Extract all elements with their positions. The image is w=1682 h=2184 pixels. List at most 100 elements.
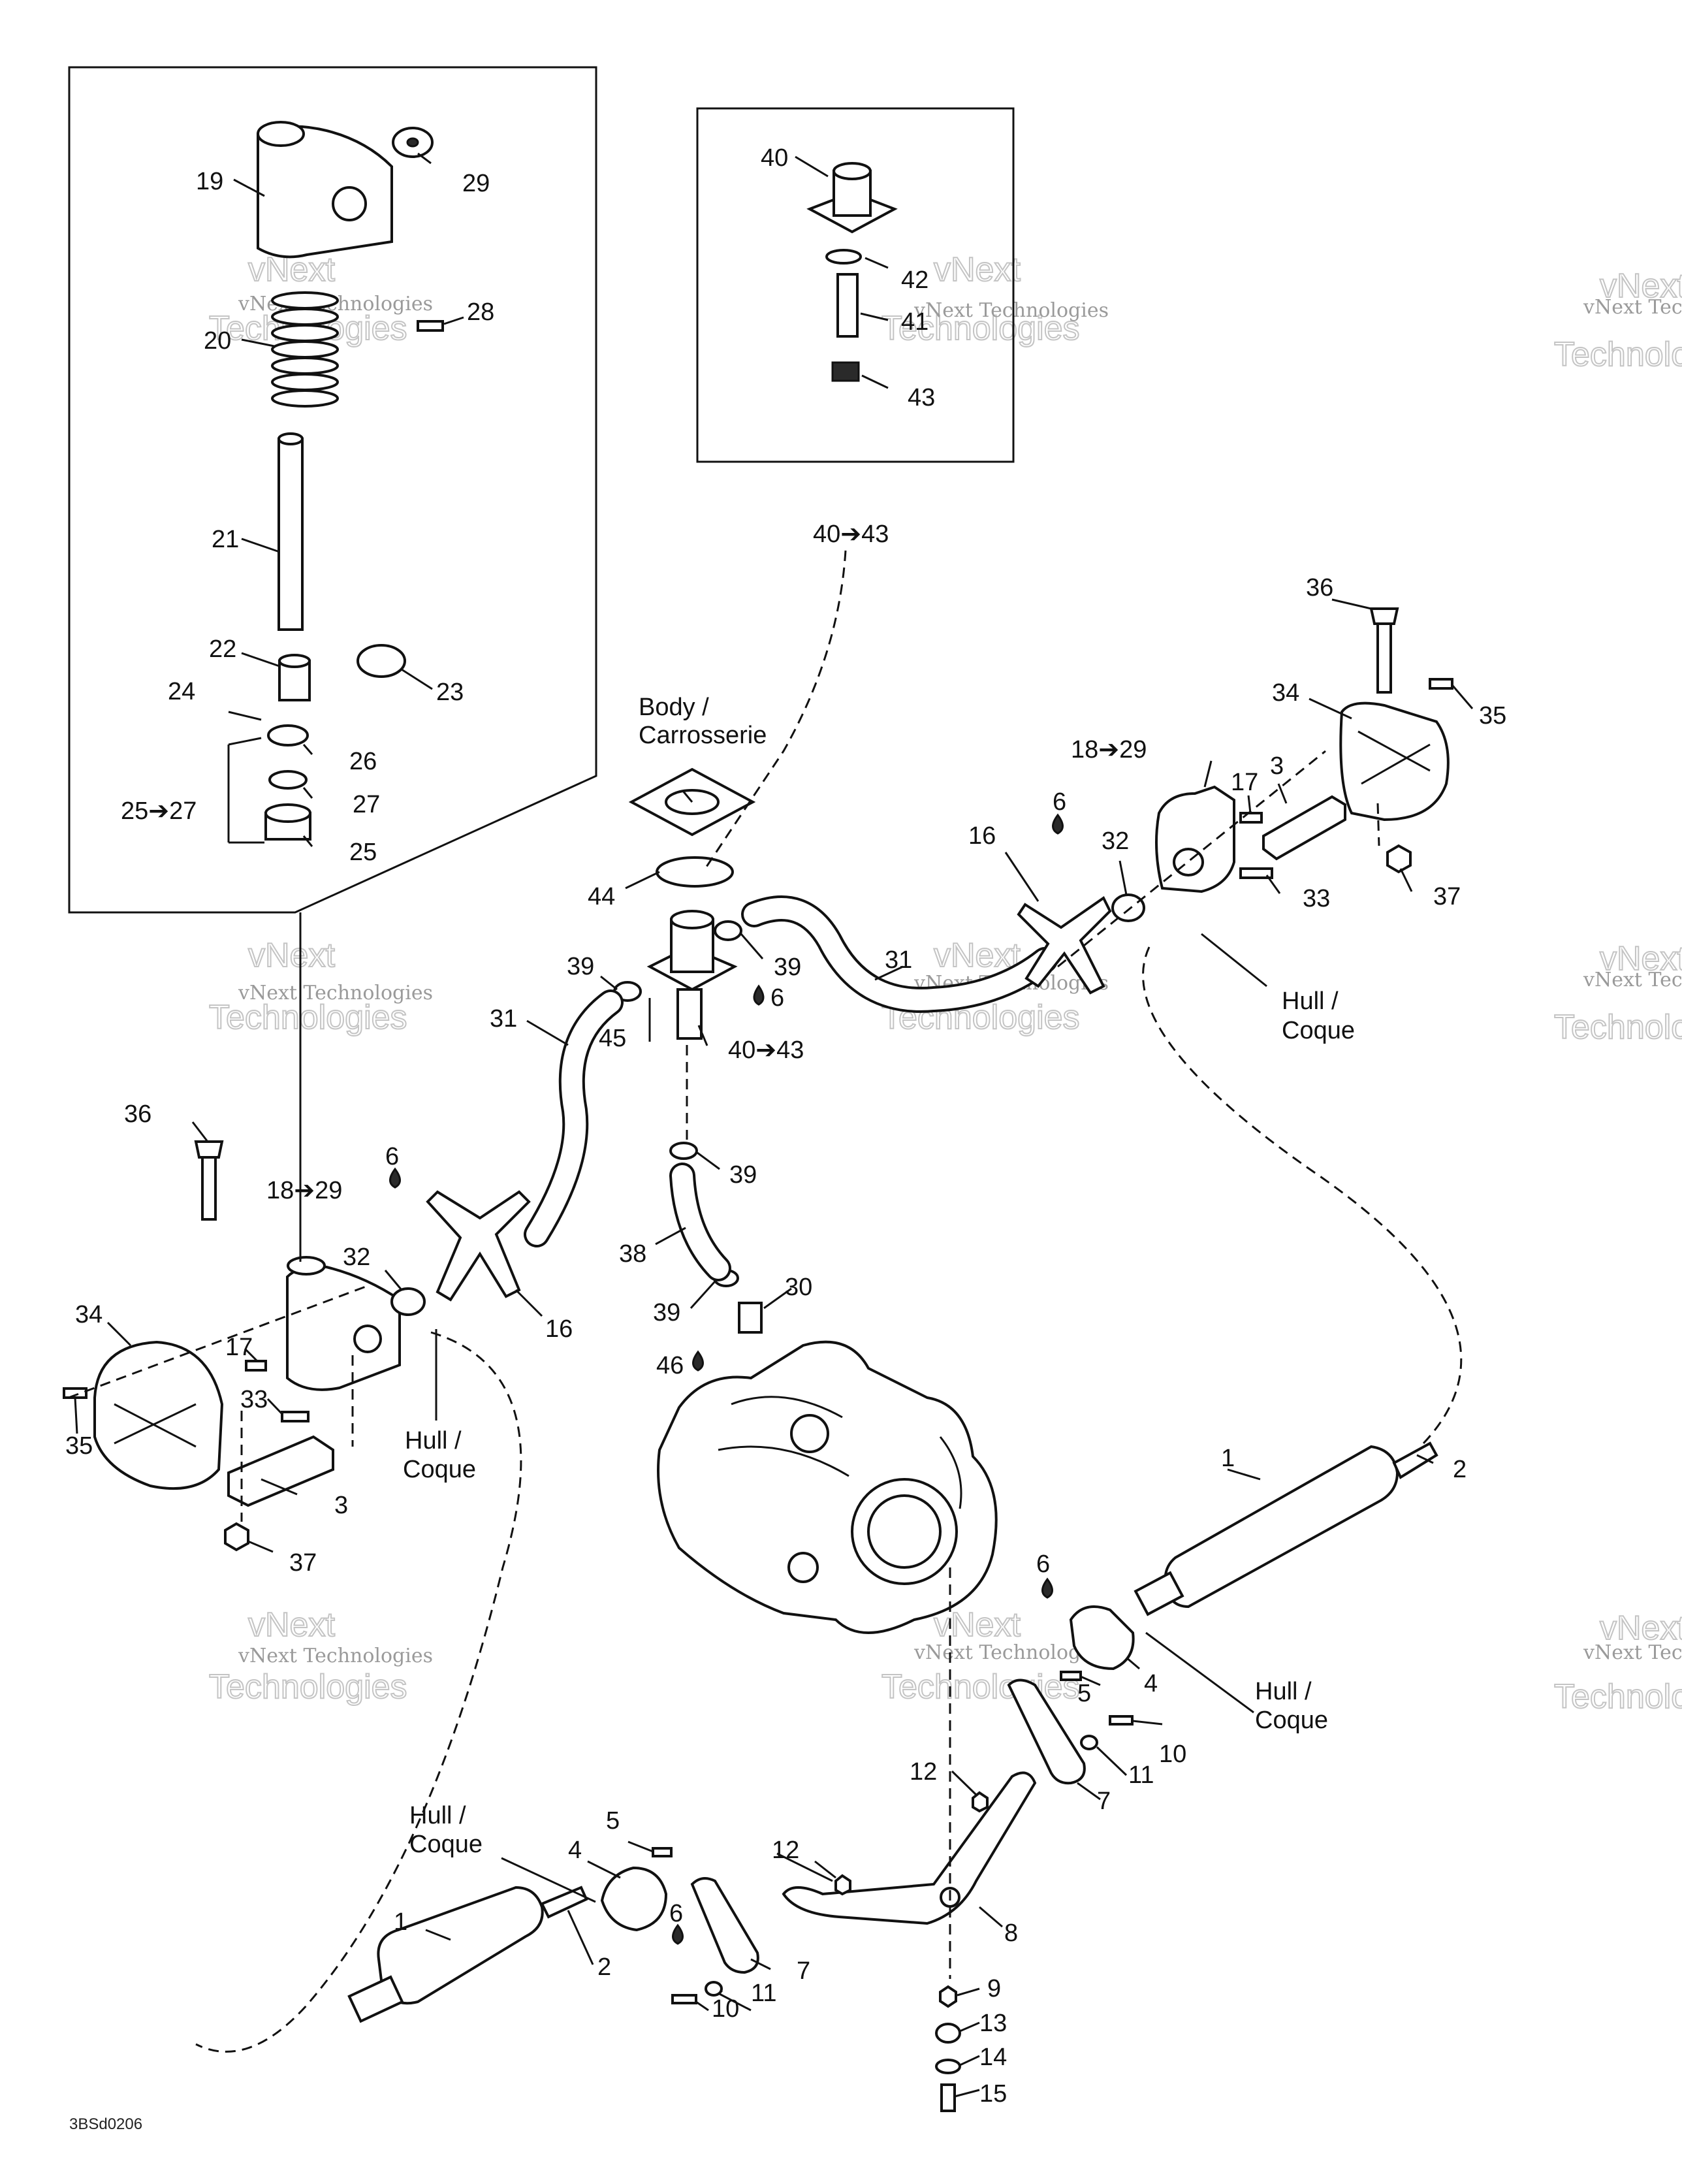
part-29-hole <box>406 137 419 148</box>
callout-6-lower-left: 6 <box>669 1900 683 1927</box>
watermark-small-3: vNext Technologies <box>238 982 433 1004</box>
drawing-code: 3BSd0206 <box>69 2115 142 2133</box>
callout-37-right: 37 <box>1433 883 1461 910</box>
part-20-spring <box>271 291 339 408</box>
callout-45: 45 <box>599 1025 626 1052</box>
right-assembly <box>1017 607 1453 995</box>
callout-35-left: 35 <box>65 1432 93 1460</box>
callout-43: 43 <box>908 384 935 411</box>
line-right-cable-route <box>1142 946 1463 1445</box>
part-39-clamp-b <box>714 920 742 941</box>
part-34-cover-r-detail <box>1357 730 1431 785</box>
watermark-big-11: vNext <box>934 1606 1021 1644</box>
part-46-lube <box>692 1350 704 1372</box>
callout-14: 14 <box>979 2044 1007 2071</box>
part-34-cover-detail <box>114 1403 197 1448</box>
part-34-cover-r <box>1339 701 1450 822</box>
left-housing-top <box>287 1256 326 1276</box>
callout-5-left: 5 <box>606 1807 620 1835</box>
part-19-top <box>257 121 305 147</box>
callout-25: 25 <box>349 839 377 866</box>
part-6-lube-a <box>389 1167 401 1189</box>
part-37-nut <box>224 1522 249 1552</box>
part-30-fitting <box>738 1302 763 1334</box>
callout-7-right: 7 <box>1097 1788 1111 1815</box>
part-14-washer <box>935 2059 961 2074</box>
callout-24: 24 <box>168 678 195 705</box>
left-housing <box>286 1265 401 1391</box>
callout-3-right: 3 <box>1270 752 1284 780</box>
callout-1-right: 1 <box>1221 1445 1235 1472</box>
part-26-seal <box>267 724 309 747</box>
callout-13: 13 <box>979 2010 1007 2037</box>
inset-top <box>696 107 1015 463</box>
watermark-big-13: vNext <box>1600 267 1682 305</box>
watermark-big-14: Technologies <box>1554 336 1682 374</box>
part-36-bolt-head-r <box>1369 607 1399 625</box>
watermark-big-9: vNext <box>248 1606 335 1644</box>
part-33-screw-a <box>281 1411 309 1422</box>
part-40-top <box>833 162 872 180</box>
pump-housing <box>657 1340 998 1634</box>
part-4-housing-left <box>600 1866 668 1932</box>
callout-1-left: 1 <box>394 1908 407 1936</box>
callout-40: 40 <box>761 144 788 172</box>
right-housing <box>1155 785 1235 893</box>
part-7-lever-right <box>1007 1678 1086 1785</box>
part-4-housing-right <box>1069 1605 1135 1671</box>
callout-4-left: 4 <box>568 1837 582 1864</box>
part-31-hose-right-inner <box>744 898 1055 1010</box>
callout-16-right: 16 <box>968 822 996 850</box>
right-cable-assembly <box>782 1441 1438 2112</box>
part-28-screw <box>417 320 444 332</box>
valve-stem <box>676 988 703 1040</box>
part-17-screw-a <box>245 1360 267 1372</box>
notes: Body / Carrosserie Hull / Coque Hull / C… <box>403 694 1355 1858</box>
part-22-top <box>278 654 311 668</box>
callout-6-center: 6 <box>770 984 784 1012</box>
callout-6-right: 6 <box>1053 788 1066 816</box>
part-35-screw <box>63 1387 87 1399</box>
left-cable-assembly <box>347 1847 759 2023</box>
pump-boss-a <box>790 1414 829 1453</box>
note-hull-lowerright-1: Hull / <box>1255 1678 1312 1705</box>
watermark-big-17: vNext <box>1600 1609 1682 1647</box>
part-6-lube-d <box>672 1923 684 1945</box>
callout-7-left: 7 <box>797 1957 810 1985</box>
part-5-screw-left <box>652 1847 673 1857</box>
note-body-1: Body / <box>639 694 709 721</box>
part-43-seal <box>831 361 860 382</box>
note-body-2: Carrosserie <box>639 722 767 749</box>
line-left-cable-route <box>195 1331 522 2053</box>
line-left-axis <box>68 1285 366 1399</box>
callout-10-left: 10 <box>712 1995 739 2023</box>
callout-32-left: 32 <box>343 1244 370 1271</box>
part-8-arm <box>782 1771 1037 1925</box>
callout-30: 30 <box>785 1274 812 1301</box>
callout-22: 22 <box>209 635 236 663</box>
callout-42: 42 <box>901 266 928 294</box>
part-37-nut-r <box>1386 844 1412 874</box>
callout-35-right: 35 <box>1479 702 1506 730</box>
part-32-ring-b <box>1111 893 1145 922</box>
callout-31-left: 31 <box>490 1005 517 1033</box>
callout-5-right: 5 <box>1077 1680 1091 1707</box>
callout-4-right: 4 <box>1144 1670 1158 1697</box>
callout-23: 23 <box>436 679 464 706</box>
callout-12-left: 12 <box>772 1837 799 1864</box>
callout-39-a: 39 <box>567 953 594 980</box>
part-25-top <box>264 803 311 823</box>
note-hull-left-2: Coque <box>403 1456 476 1483</box>
part-21-shaft <box>278 438 304 631</box>
right-housing-boss <box>1173 848 1204 876</box>
part-38-hose-inner <box>672 1165 729 1279</box>
line-right-axis <box>1057 750 1326 968</box>
callout-11-left: 11 <box>751 1980 776 2007</box>
inset-left-frame <box>68 66 597 914</box>
watermark-small-8: vNext Technologies <box>1583 969 1682 991</box>
note-hull-left-1: Hull / <box>405 1427 462 1454</box>
watermark-big-16: Technologies <box>1554 1008 1682 1046</box>
callout-17-right: 17 <box>1231 769 1258 796</box>
part-7-lever-left <box>690 1877 759 1974</box>
watermark-big-3: vNext <box>934 251 1021 289</box>
